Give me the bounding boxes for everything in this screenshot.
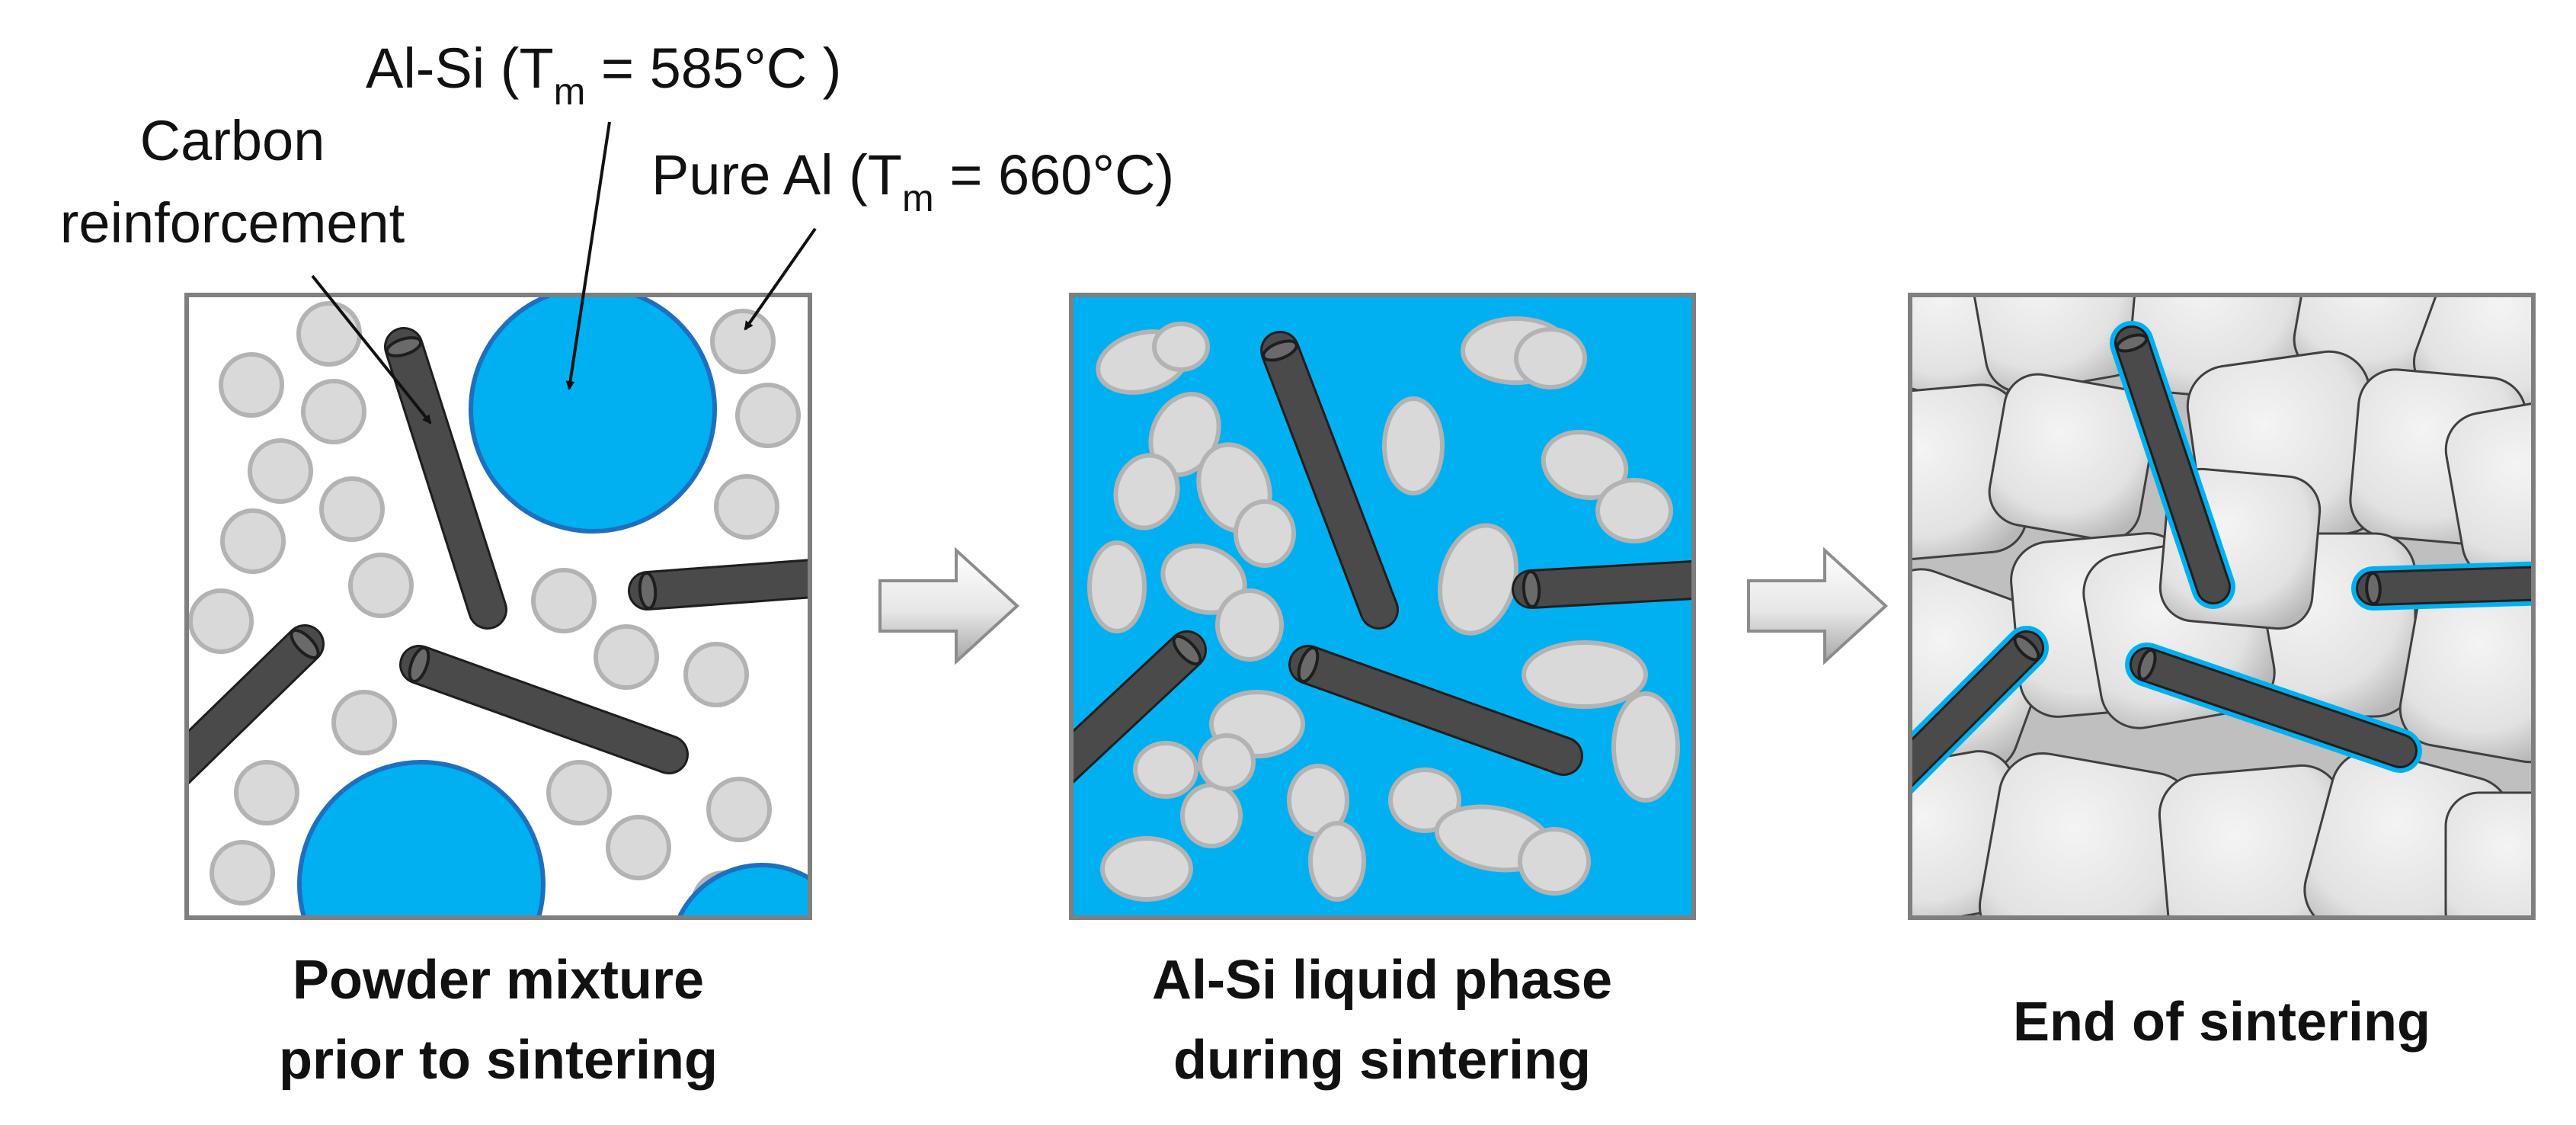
process-arrow-icon bbox=[878, 546, 1019, 665]
al-powder-particle bbox=[1514, 327, 1587, 389]
al-powder-particle bbox=[1541, 430, 1629, 500]
al-powder-particle bbox=[1087, 540, 1147, 633]
label-pure-al: Pure Al (Tm = 660°C) bbox=[651, 143, 1174, 220]
al-powder-particle bbox=[714, 474, 779, 540]
leader-pure-al bbox=[744, 227, 817, 331]
al-powder-particle bbox=[248, 438, 313, 504]
carbon-fiber-rod bbox=[2125, 643, 2422, 773]
al-grain bbox=[1988, 373, 2157, 542]
carbon-fiber-rod bbox=[628, 559, 810, 611]
al-powder-particle bbox=[1215, 588, 1284, 662]
al-powder-particle bbox=[1611, 691, 1680, 803]
al-powder-particle bbox=[319, 476, 385, 542]
carbon-fiber-rod bbox=[1288, 645, 1583, 776]
al-powder-particle bbox=[1152, 322, 1210, 372]
al-powder-particle bbox=[1308, 821, 1366, 902]
panel-1-frame bbox=[184, 293, 812, 920]
al-powder-particle bbox=[301, 379, 366, 444]
carbon-fiber-rod bbox=[399, 645, 689, 774]
al-si-particle bbox=[297, 760, 546, 918]
caption-panel-3-line1: End of sintering bbox=[2013, 992, 2430, 1053]
al-powder-particle bbox=[1234, 499, 1296, 568]
caption-panel-2-line2: during sintering bbox=[1173, 1030, 1591, 1091]
caption-panel-2-line1: Al-Si liquid phase bbox=[1152, 950, 1612, 1011]
al-powder-particle bbox=[594, 624, 659, 690]
panel-2-content bbox=[1071, 316, 1694, 902]
al-powder-particle bbox=[331, 690, 397, 755]
carbon-fiber-rod bbox=[384, 327, 507, 630]
al-powder-particle bbox=[1113, 453, 1180, 530]
al-grain bbox=[2444, 791, 2533, 918]
panel-2-frame bbox=[1069, 293, 1696, 920]
label-al-si: Al-Si (Tm = 585°C ) bbox=[366, 37, 841, 113]
al-powder-particle bbox=[1388, 768, 1461, 833]
al-powder-particle bbox=[606, 815, 671, 880]
al-powder-particle bbox=[296, 301, 362, 367]
carbon-fiber-rod bbox=[1512, 559, 1694, 609]
caption-panel-1-line1: Powder mixture bbox=[293, 950, 704, 1011]
carbon-fiber-rod bbox=[187, 624, 325, 787]
carbon-fiber-rod bbox=[1071, 630, 1207, 786]
label-carbon-reinforcement: Carbon reinforcement bbox=[60, 109, 405, 255]
carbon-fiber-rod bbox=[2110, 321, 2235, 609]
al-powder-particle bbox=[531, 568, 597, 633]
al-powder-particle bbox=[706, 777, 772, 842]
panel-end-of-sintering bbox=[1908, 293, 2536, 920]
al-powder-particle bbox=[710, 309, 776, 374]
svg-text:Al-Si (Tm = 585°C ): Al-Si (Tm = 585°C ) bbox=[366, 37, 841, 113]
al-powder-particle bbox=[1133, 741, 1198, 799]
al-powder-particle bbox=[1198, 733, 1256, 791]
carbon-fiber-rod bbox=[2351, 561, 2533, 611]
al-grain bbox=[2444, 395, 2533, 581]
svg-text:Carbon: Carbon bbox=[140, 109, 325, 172]
al-powder-particle bbox=[219, 352, 284, 418]
leader-al-si bbox=[565, 121, 611, 390]
svg-text:Pure Al (Tm = 660°C): Pure Al (Tm = 660°C) bbox=[651, 143, 1174, 220]
svg-text:reinforcement: reinforcement bbox=[60, 191, 405, 255]
al-powder-particle bbox=[210, 840, 275, 905]
panel-3-frame bbox=[1908, 293, 2536, 920]
al-si-particle bbox=[677, 863, 810, 918]
al-powder-particle bbox=[1382, 396, 1445, 495]
al-powder-particle bbox=[1595, 478, 1673, 543]
caption-panel-1-line2: prior to sintering bbox=[279, 1030, 718, 1091]
al-powder-particle bbox=[546, 760, 612, 825]
al-si-particle bbox=[469, 295, 717, 534]
al-powder-particle bbox=[220, 508, 286, 574]
panel-powder-mixture bbox=[184, 293, 812, 920]
al-powder-particle bbox=[735, 383, 801, 448]
al-powder-particle bbox=[348, 553, 414, 618]
process-arrow-icon bbox=[1747, 546, 1888, 665]
panel-3-content bbox=[1910, 295, 2533, 918]
al-powder-particle bbox=[1522, 640, 1648, 709]
carbon-fiber-rod bbox=[1260, 331, 1399, 630]
al-powder-particle bbox=[1180, 783, 1243, 848]
al-powder-particle bbox=[1518, 827, 1591, 896]
panel-liquid-phase bbox=[1069, 293, 1696, 920]
al-powder-particle bbox=[683, 642, 749, 707]
al-powder-particle bbox=[1100, 836, 1193, 902]
panel-1-content bbox=[187, 295, 810, 918]
leader-carbon bbox=[311, 274, 432, 425]
al-powder-particle bbox=[188, 588, 254, 654]
carbon-fiber-rod bbox=[1910, 626, 2049, 796]
al-powder-particle bbox=[234, 760, 299, 825]
